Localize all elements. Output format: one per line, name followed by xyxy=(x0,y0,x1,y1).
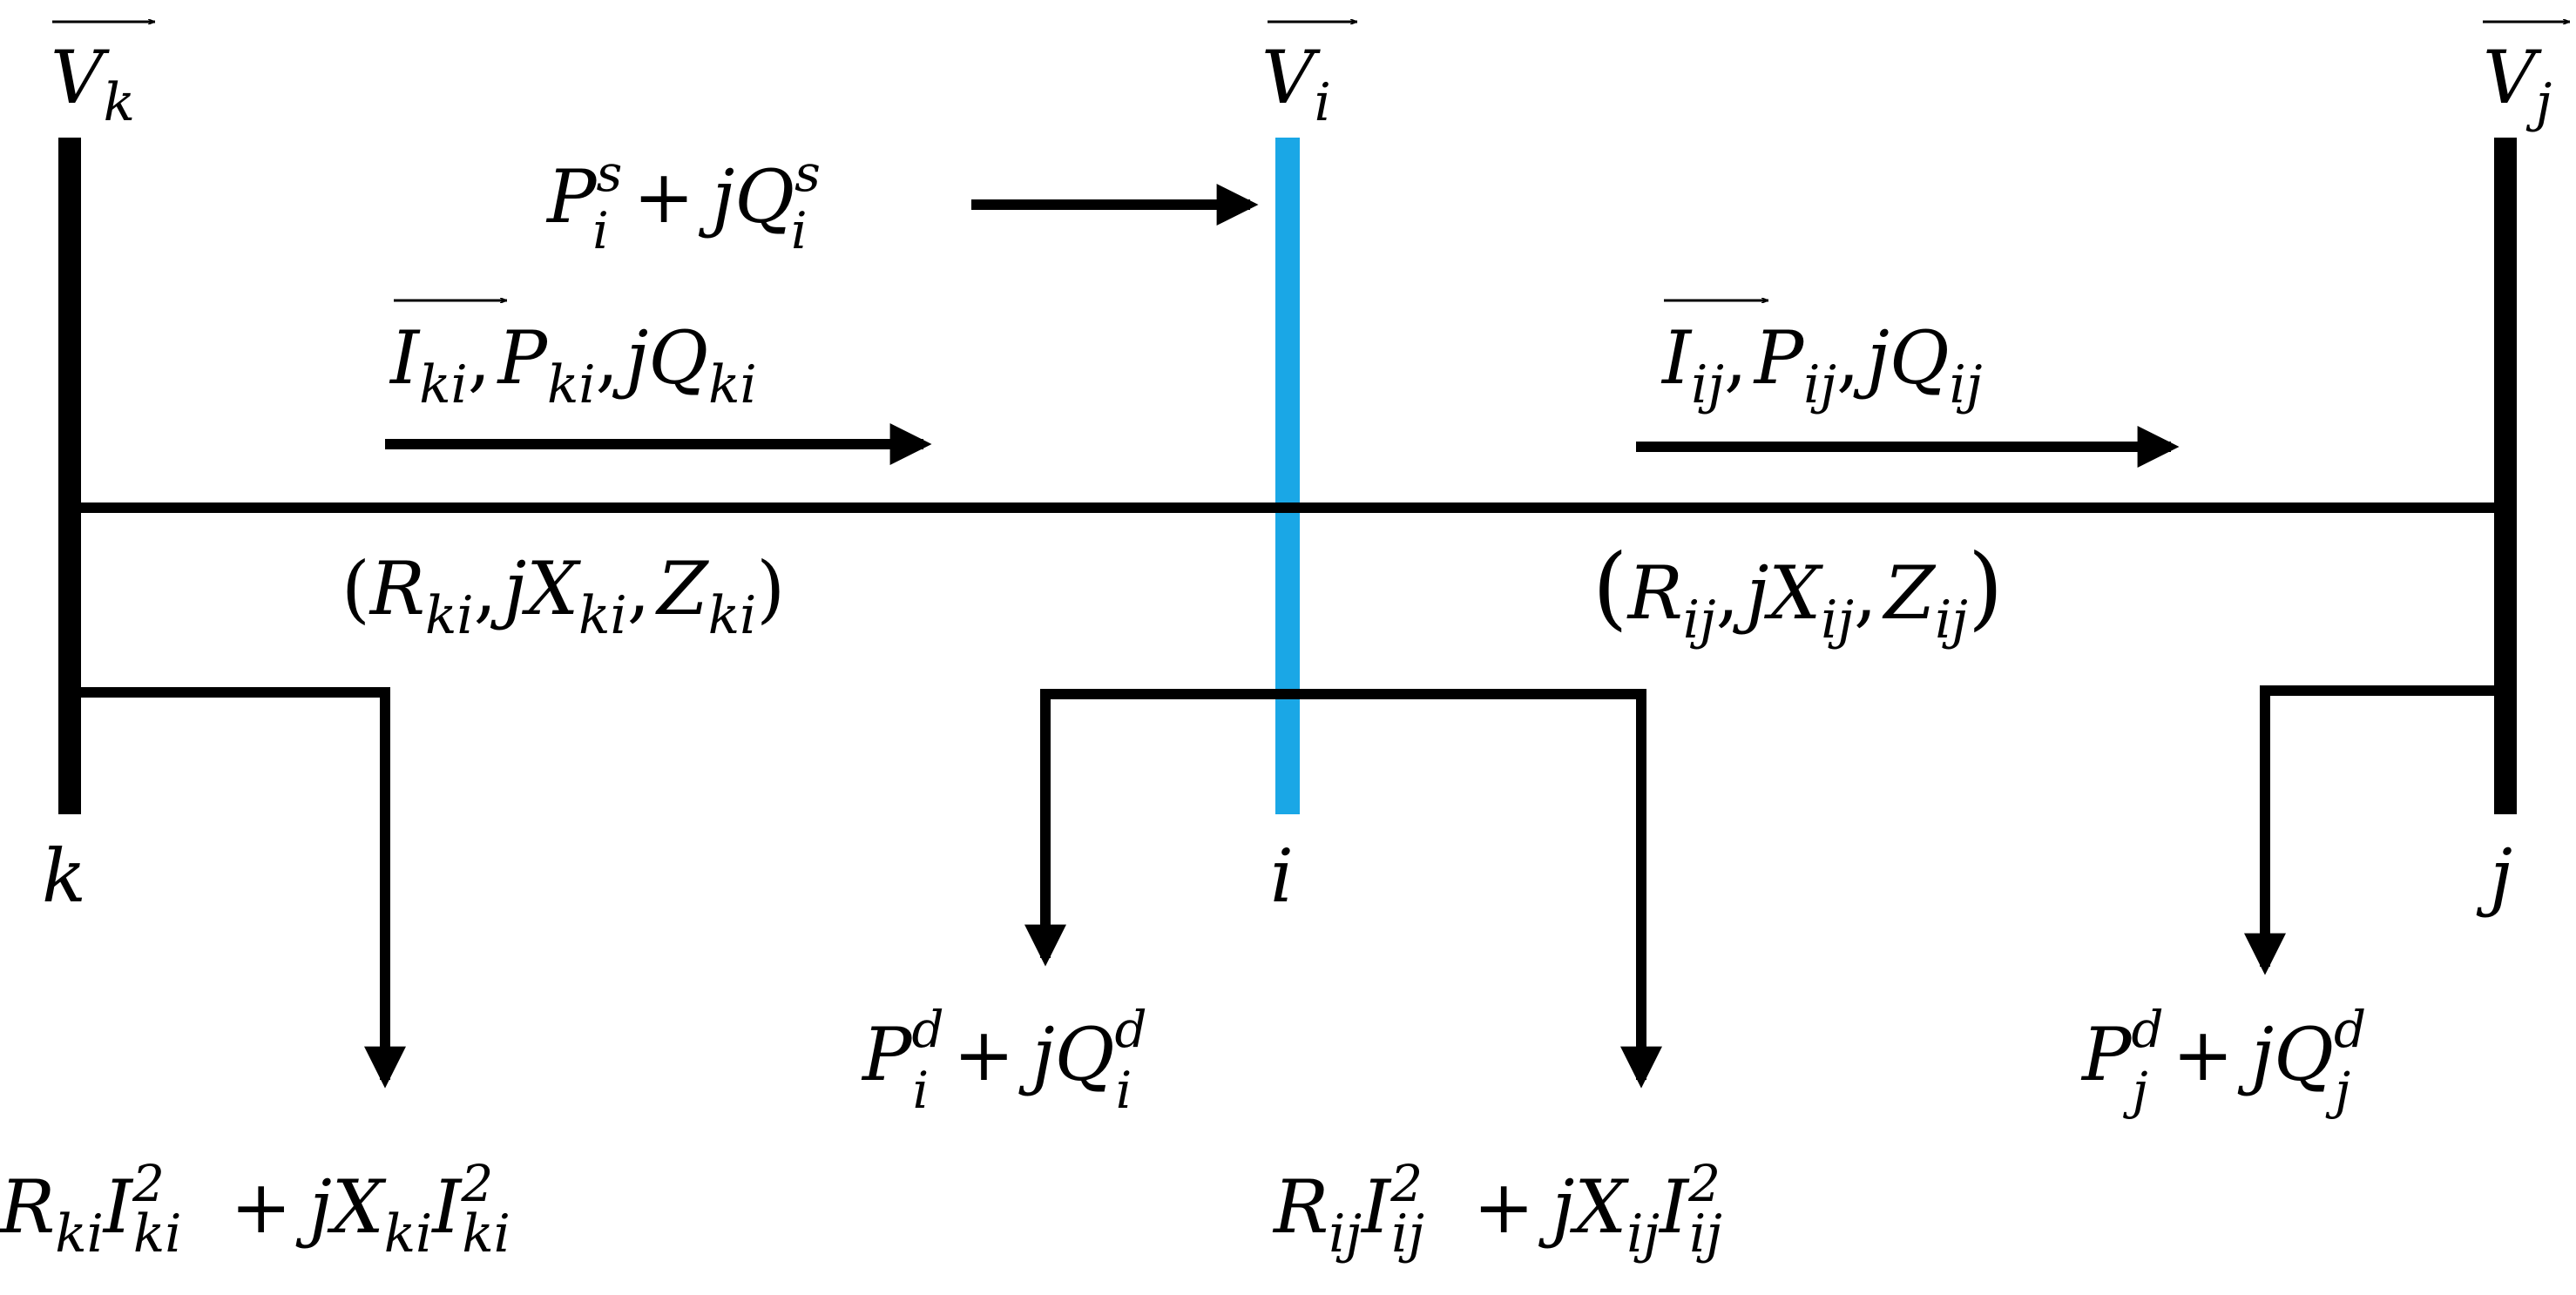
demand-branch-i xyxy=(1024,689,1288,967)
bus-label-j: j xyxy=(2476,833,2512,919)
impedance-label-ij: (Rij,jXij,Zij) xyxy=(1592,534,2003,651)
bus-label-i: i xyxy=(1270,833,1294,919)
svg-text:Vi: Vi xyxy=(1261,35,1331,133)
bus-label-k: k xyxy=(42,833,86,919)
voltage-label-i: Vi xyxy=(1261,22,1357,133)
impedance-label-ki: (Rki,jXki,Zki) xyxy=(341,546,785,646)
svg-text:Vj: Vj xyxy=(2483,35,2552,133)
voltage-label-k: Vk xyxy=(51,22,155,133)
flow-label-ij: Iij,Pij,jQij xyxy=(1660,315,1982,415)
flow-label-ki: Iki,Pki,jQki xyxy=(389,315,757,415)
loss-branch-ij xyxy=(1288,689,1662,1089)
svg-text:Vk: Vk xyxy=(51,35,135,133)
voltage-label-j: Vj xyxy=(2483,22,2570,133)
loss-branch-ki xyxy=(81,687,406,1089)
demand-branch-j xyxy=(2244,685,2505,975)
